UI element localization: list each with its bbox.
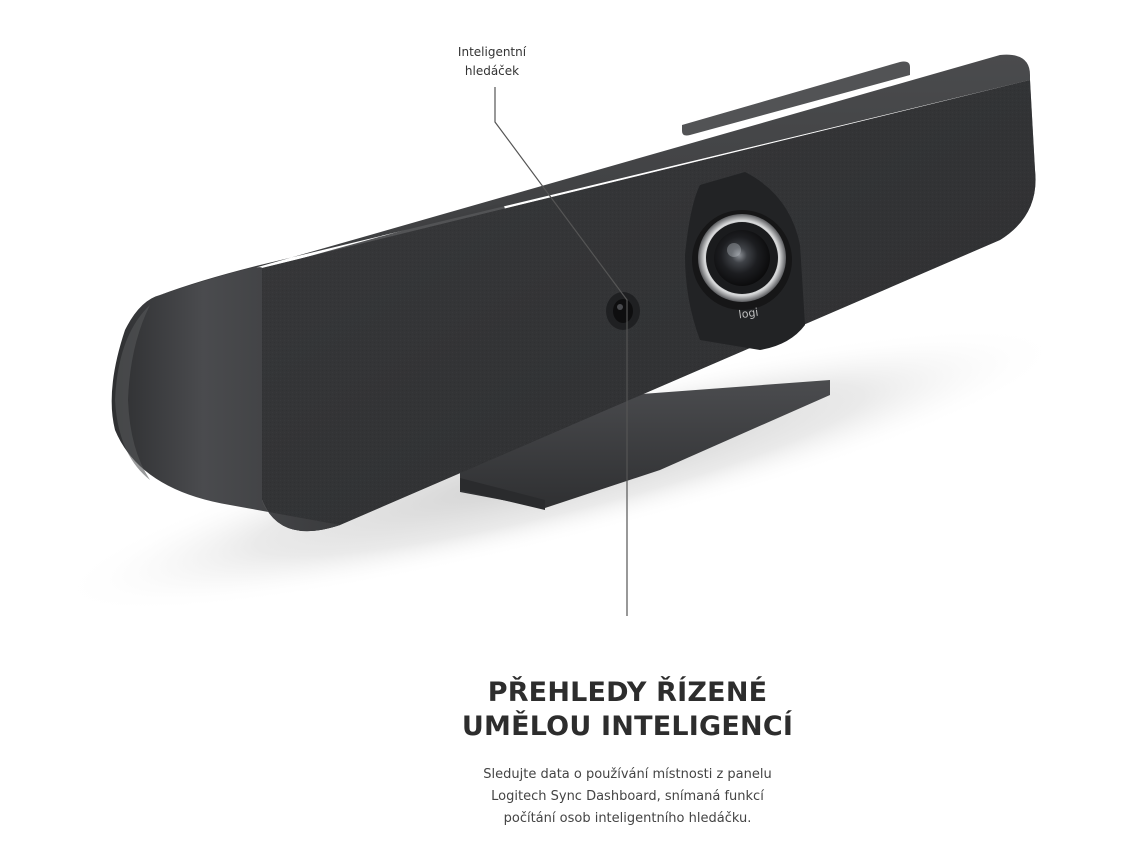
callout-label-line2: hledáček — [464, 64, 520, 78]
callout-line — [494, 87, 628, 616]
description: Sledujte data o používání místnosti z pa… — [430, 764, 825, 830]
callout-label: Inteligentní hledáček — [432, 43, 552, 81]
device-end-cap — [111, 267, 341, 532]
description-line3: počítání osob inteligentního hledáčku. — [503, 811, 752, 826]
camera-lens — [714, 230, 770, 286]
headline: PŘEHLEDY ŘÍZENÉ UMĚLOU INTELIGENCÍ — [400, 676, 855, 744]
callout-label-line1: Inteligentní — [457, 45, 527, 59]
device-top-face — [160, 54, 1030, 296]
viewfinder-sensor — [606, 292, 640, 330]
headline-line1: PŘEHLEDY ŘÍZENÉ — [487, 677, 768, 708]
camera-module: logi — [685, 172, 805, 350]
description-line2: Logitech Sync Dashboard, snímaná funkcí — [491, 789, 764, 804]
headline-line2: UMĚLOU INTELIGENCÍ — [461, 711, 794, 742]
logi-logo: logi — [738, 306, 759, 322]
speaker-grille-right — [682, 61, 910, 136]
description-line1: Sledujte data o používání místnosti z pa… — [483, 767, 772, 782]
